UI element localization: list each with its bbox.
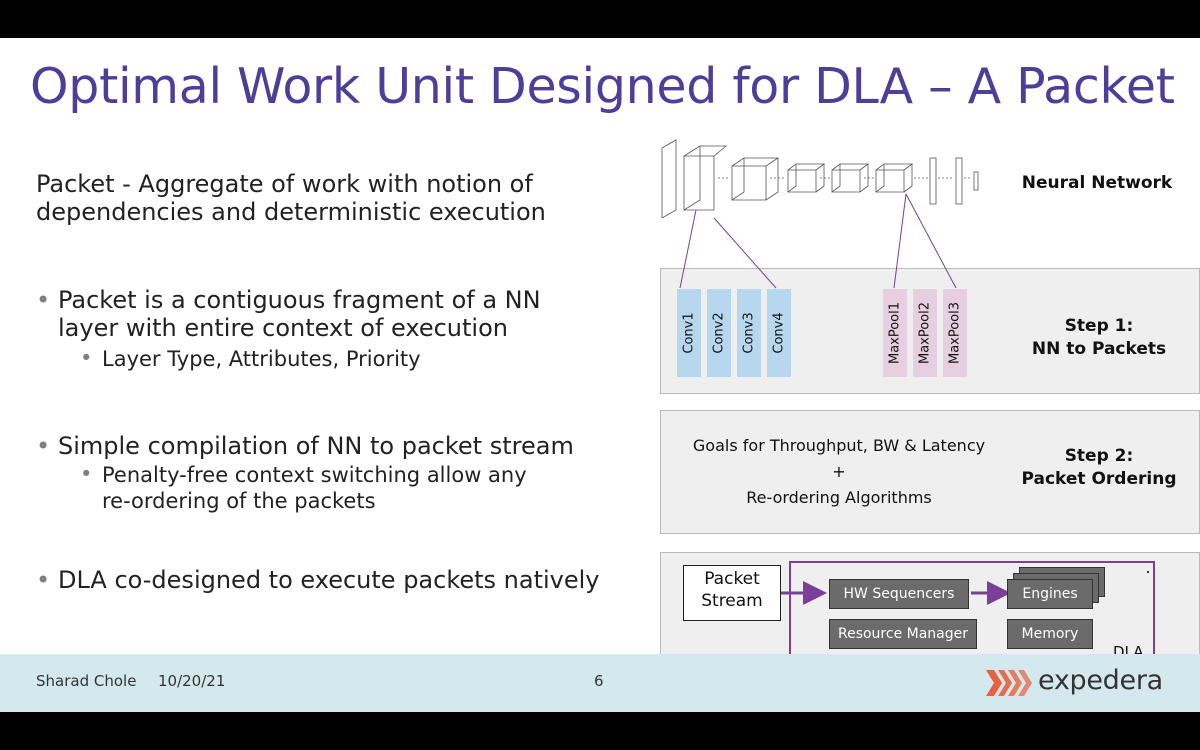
conv-packet: Conv4 [767, 289, 791, 377]
resource-manager-box: Resource Manager [829, 619, 977, 649]
packet-stream-line: Packet [704, 569, 760, 589]
sub-bullet-line: Layer Type, Attributes, Priority [102, 347, 421, 371]
packet-label: Conv4 [771, 312, 787, 354]
goals-text: Goals for Throughput, BW & Latency [692, 436, 986, 455]
packet-label: Conv2 [711, 312, 727, 354]
lead-line: Packet - Aggregate of work with notion o… [36, 170, 533, 198]
step2-box: Goals for Throughput, BW & Latency + Re-… [660, 410, 1200, 534]
bullet-dot-icon: • [36, 286, 51, 314]
step2-label: Step 2: Packet Ordering [1013, 445, 1185, 491]
sub-bullet-line: Penalty-free context switching allow any [102, 463, 527, 487]
step1-title: Step 1: [1064, 316, 1134, 336]
footer: Sharad Chole 10/20/21 6 expedera [0, 654, 1200, 712]
lead-text: Packet - Aggregate of work with notion o… [36, 170, 636, 226]
slide: Optimal Work Unit Designed for DLA – A P… [0, 38, 1200, 712]
step2-title: Step 2: [1064, 446, 1134, 466]
packet-label: MaxPool3 [947, 301, 963, 365]
packet-label: Conv1 [681, 312, 697, 354]
bullet-dot-icon: • [36, 566, 51, 594]
logo-text: expedera [1038, 665, 1163, 696]
packet-label: Conv3 [741, 312, 757, 354]
neural-network-label: Neural Network [1021, 173, 1173, 193]
bullet-line: layer with entire context of execution [58, 314, 508, 342]
sub-bullet-line: re-ordering of the packets [102, 489, 376, 513]
bullet-line: Simple compilation of NN to packet strea… [58, 432, 574, 460]
hw-sequencers-box: HW Sequencers [829, 579, 969, 609]
expedera-logo: expedera [982, 664, 1182, 702]
engines-box: Engines [1007, 579, 1093, 609]
bullet-dot-icon: • [80, 462, 93, 486]
conv-packet: Conv1 [677, 289, 701, 377]
sub-bullet-item: • Layer Type, Attributes, Priority [80, 346, 421, 372]
memory-box: Memory [1007, 619, 1093, 649]
algorithms-text: Re-ordering Algorithms [746, 488, 932, 507]
packet-label: MaxPool2 [917, 301, 933, 365]
dla-arrows [781, 581, 1011, 605]
maxpool-packet: MaxPool1 [883, 289, 907, 377]
maxpool-packet: MaxPool2 [913, 289, 937, 377]
step2-goals: Goals for Throughput, BW & Latency + Re-… [661, 433, 1017, 511]
text-column: Packet - Aggregate of work with notion o… [36, 170, 636, 594]
bullet-dot-icon: • [80, 346, 93, 370]
bullet-dot-icon: • [36, 432, 51, 460]
nn-to-packet-connectors [679, 193, 957, 289]
step1-subtitle: NN to Packets [1031, 339, 1167, 359]
packet-stream-box: Packet Stream [683, 565, 781, 621]
conv-packet: Conv3 [737, 289, 761, 377]
packet-diagram: Neural Network Conv1 Conv2 Conv3 Conv4 M… [656, 138, 1200, 676]
step1-box: Conv1 Conv2 Conv3 Conv4 MaxPool1 MaxPool… [660, 268, 1200, 394]
logo-chevrons-icon [986, 670, 1032, 696]
bullet-line: DLA co-designed to execute packets nativ… [58, 566, 600, 594]
footer-author: Sharad Chole [36, 672, 137, 690]
packet-stream-line: Stream [701, 591, 763, 611]
conv-packet: Conv2 [707, 289, 731, 377]
lead-line: dependencies and deterministic execution [36, 198, 546, 226]
bullet-item: • Packet is a contiguous fragment of a N… [36, 286, 541, 342]
bullet-item: • Simple compilation of NN to packet str… [36, 432, 574, 460]
page-number: 6 [594, 672, 604, 690]
bullet-item: • DLA co-designed to execute packets nat… [36, 566, 600, 594]
slide-title: Optimal Work Unit Designed for DLA – A P… [30, 58, 1175, 115]
step1-label: Step 1: NN to Packets [1013, 315, 1185, 361]
packet-label: MaxPool1 [887, 301, 903, 365]
plus-text: + [832, 462, 846, 481]
bullet-line: Packet is a contiguous fragment of a NN [58, 286, 541, 314]
sub-bullet-item: • Penalty-free context switching allow a… [80, 462, 527, 514]
maxpool-packet: MaxPool3 [943, 289, 967, 377]
footer-date: 10/20/21 [158, 672, 226, 690]
step2-subtitle: Packet Ordering [1021, 469, 1177, 489]
neural-network-figure [661, 139, 979, 218]
